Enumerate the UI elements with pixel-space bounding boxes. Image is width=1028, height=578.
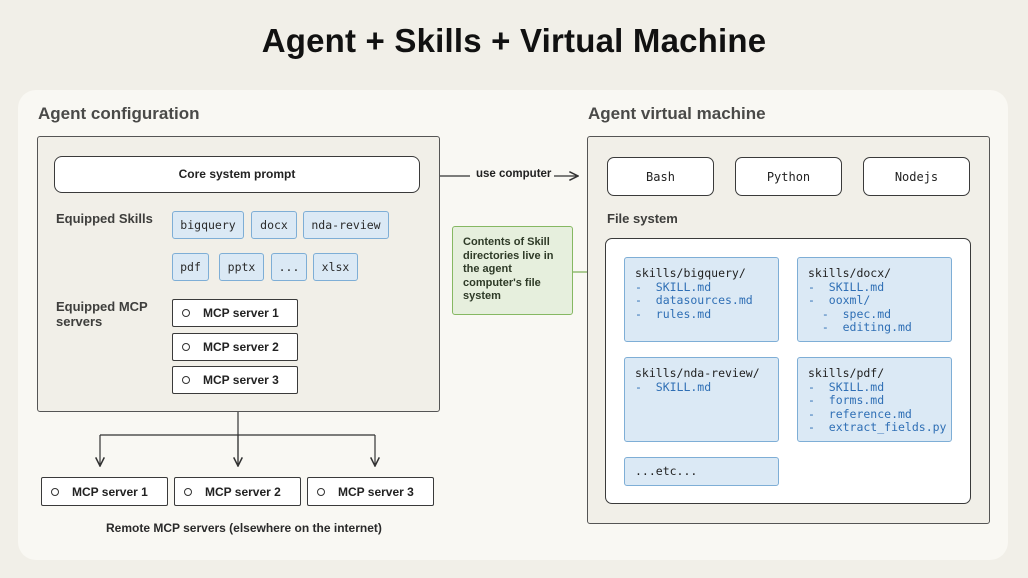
mcp-server-2-label: MCP server 2 [203, 340, 279, 354]
skill-chip-docx: docx [251, 211, 297, 239]
etc-label: ...etc... [635, 464, 698, 478]
core-system-prompt-label: Core system prompt [178, 167, 296, 181]
file-entry: - editing.md [808, 320, 912, 334]
server-dot-icon [51, 487, 59, 496]
remote-mcp-server-1: MCP server 1 [41, 477, 168, 506]
agent-config-heading: Agent configuration [38, 104, 200, 123]
remote-mcp-server-2-label: MCP server 2 [205, 484, 281, 499]
skill-chip-xlsx: xlsx [313, 253, 358, 281]
skill-chip-pptx: pptx [219, 253, 264, 281]
vm-heading: Agent virtual machine [588, 104, 766, 123]
remote-mcp-server-3-label: MCP server 3 [338, 484, 414, 499]
remote-mcp-server-2: MCP server 2 [174, 477, 301, 506]
page-title: Agent + Skills + Virtual Machine [261, 22, 767, 59]
file-entry: - forms.md [808, 393, 885, 407]
file-entry: - SKILL.md [808, 379, 885, 394]
remote-mcp-tree [100, 396, 375, 466]
runtime-nodejs: Nodejs [863, 157, 970, 196]
file-entry: - ooxml/ [808, 293, 871, 307]
skill-dirs-note: Contents of Skill directories live in th… [452, 226, 573, 315]
file-entry: - rules.md [635, 306, 712, 321]
core-system-prompt: Core system prompt [54, 156, 420, 193]
dir-etc: ...etc... [624, 457, 779, 486]
dir-skills-pdf: skills/pdf/ - SKILL.md - forms.md - refe… [797, 357, 952, 442]
skill-chip-nda-review: nda-review [303, 211, 389, 239]
remote-mcp-server-1-label: MCP server 1 [72, 484, 148, 499]
dir-name: skills/bigquery/ [635, 266, 746, 280]
file-entry: - SKILL.md [635, 379, 712, 394]
dir-skills-nda-review: skills/nda-review/ - SKILL.md [624, 357, 779, 442]
file-entry: - spec.md [808, 306, 892, 321]
server-dot-icon [182, 343, 190, 351]
remote-mcp-caption: Remote MCP servers (elsewhere on the int… [106, 521, 382, 535]
remote-mcp-server-3: MCP server 3 [307, 477, 434, 506]
server-dot-icon [182, 309, 190, 317]
dir-name: skills/pdf/ [808, 366, 885, 380]
use-computer-label: use computer [476, 168, 552, 180]
skill-chip-pdf: pdf [172, 253, 209, 281]
mcp-server-2: MCP server 2 [172, 333, 298, 361]
file-entry: - SKILL.md [808, 279, 885, 294]
file-entry: - reference.md [808, 406, 912, 421]
server-dot-icon [317, 487, 325, 496]
mcp-server-1-label: MCP server 1 [203, 306, 279, 320]
file-system-label: File system [607, 211, 678, 226]
mcp-server-3: MCP server 3 [172, 366, 298, 394]
equipped-mcp-label: Equipped MCP servers [56, 299, 148, 329]
mcp-server-3-label: MCP server 3 [203, 373, 279, 387]
skill-chip-bigquery: bigquery [172, 211, 244, 239]
dir-skills-bigquery: skills/bigquery/ - SKILL.md - datasource… [624, 257, 779, 342]
dir-name: skills/nda-review/ [635, 366, 760, 380]
server-dot-icon [182, 376, 190, 384]
runtime-python: Python [735, 157, 842, 196]
file-entry: - extract_fields.py [808, 420, 947, 434]
dir-name: skills/docx/ [808, 266, 892, 280]
skill-chip-more: ... [271, 253, 307, 281]
mcp-server-1: MCP server 1 [172, 299, 298, 327]
equipped-skills-label: Equipped Skills [56, 211, 153, 226]
server-dot-icon [184, 487, 192, 496]
file-entry: - SKILL.md [635, 279, 712, 294]
file-entry: - datasources.md [635, 293, 753, 307]
runtime-bash: Bash [607, 157, 714, 196]
dir-skills-docx: skills/docx/ - SKILL.md - ooxml/ - spec.… [797, 257, 952, 342]
